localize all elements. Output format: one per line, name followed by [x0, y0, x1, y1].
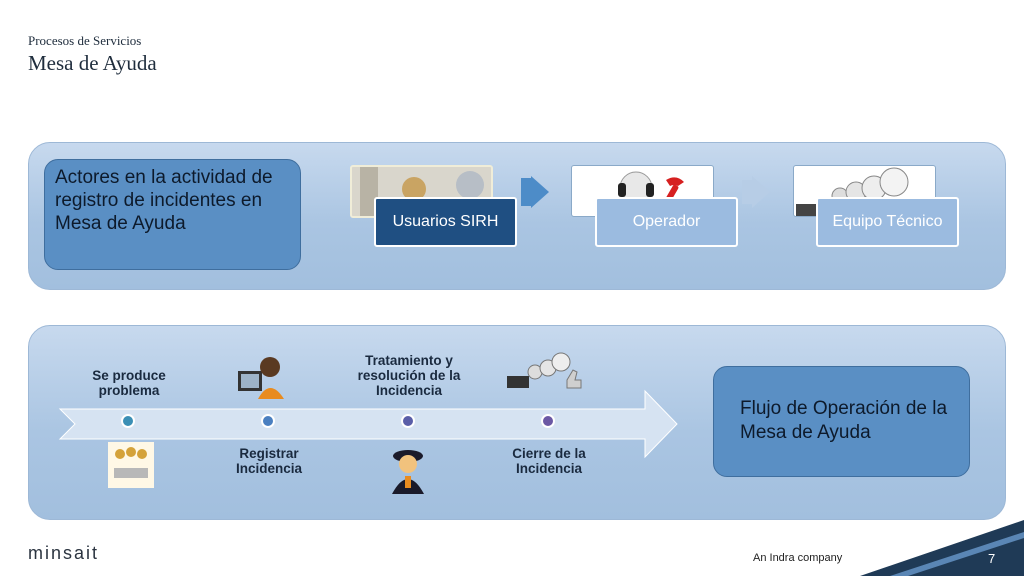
actor-label-usuarios-sirh: Usuarios SIRH: [374, 197, 517, 247]
users-photo-icon: [352, 167, 491, 216]
flow-dot-2: [261, 414, 275, 428]
page-title: Mesa de Ayuda: [28, 51, 157, 75]
footer-tagline: An Indra company: [753, 552, 843, 564]
users-photo-card: [350, 165, 493, 218]
actor-label-operador: Operador: [595, 197, 738, 247]
footer-corner-band-icon: [860, 520, 1024, 576]
flow-arrow-icon: [58, 389, 678, 459]
page-number: 7: [988, 551, 996, 566]
flow-dot-4: [541, 414, 555, 428]
team-closure-icon: [507, 352, 582, 389]
section-kicker: Procesos de Servicios: [28, 33, 142, 48]
arrow-2-shaft: [742, 180, 752, 204]
actors-description: Actores en la actividad de registro de i…: [44, 159, 301, 270]
flow-dot-3: [401, 414, 415, 428]
flow-description: Flujo de Operación de la Mesa de Ayuda: [713, 366, 970, 477]
operator-headset-icon: [618, 171, 684, 206]
support-agent-icon: [392, 450, 424, 494]
step-cierre-incidencia: Cierre de la Incidencia: [512, 446, 586, 476]
actor-label-equipo-tecnico: Equipo Técnico: [816, 197, 959, 247]
arrow-2-icon: [752, 176, 770, 208]
flow-dot-1: [121, 414, 135, 428]
arrow-1-shaft: [521, 178, 531, 206]
step-tratamiento: Tratamiento y resolución de la Incidenci…: [357, 353, 461, 398]
group-meeting-icon: [108, 442, 154, 488]
minsait-logo: minsait: [28, 543, 100, 563]
agent-computer-icon: [238, 357, 284, 399]
step-se-produce-problema: Se produce problema: [92, 368, 166, 398]
arrow-1-icon: [531, 176, 549, 208]
step-registrar-incidencia: Registrar Incidencia: [235, 446, 303, 476]
